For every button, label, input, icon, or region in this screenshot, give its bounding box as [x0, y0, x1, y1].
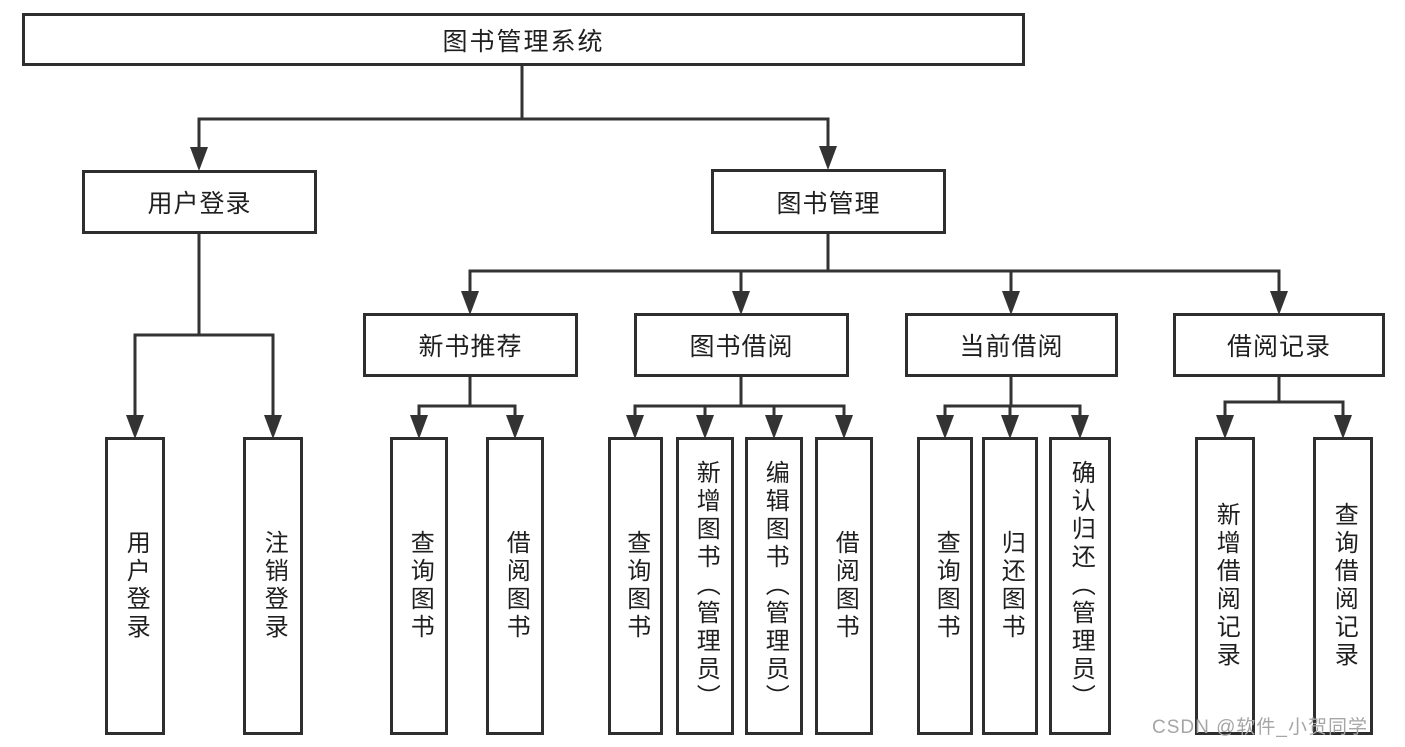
- node-new-book-recommend: 新书推荐: [363, 313, 578, 377]
- node-current-borrow-label: 当前借阅: [959, 333, 1064, 361]
- leaf-borrow-books-recommend: 借阅图书: [486, 437, 544, 735]
- connector-book-management-to-level3: [461, 232, 1288, 315]
- node-user-login-label: 用户登录: [147, 190, 252, 218]
- node-book-management: 图书管理: [711, 169, 946, 234]
- leaf-user-login: 用户登录: [105, 437, 165, 735]
- watermark: CSDN @软件_小贺同学: [1152, 717, 1368, 738]
- leaf-edit-books-admin: 编辑图书（管理员）: [745, 437, 803, 735]
- node-new-book-recommend-label: 新书推荐: [418, 333, 523, 361]
- leaf-confirm-return-admin: 确认归还（管理员）: [1049, 437, 1111, 735]
- leaf-return-books: 归还图书: [982, 437, 1038, 735]
- leaf-borrow-books-recommend-label: 借阅图书: [502, 530, 530, 642]
- node-book-borrow-label: 图书借阅: [689, 333, 794, 361]
- connector-current-borrow-to-leaves: [936, 375, 1089, 439]
- leaf-return-books-label: 归还图书: [997, 530, 1025, 642]
- leaf-query-books-recommend-label: 查询图书: [406, 530, 434, 642]
- node-root-label: 图书管理系统: [442, 27, 605, 56]
- connector-new-book-recommend-to-leaves: [410, 375, 524, 439]
- connector-root-to-level2: [190, 64, 837, 171]
- leaf-logout: 注销登录: [243, 437, 303, 735]
- connector-book-borrow-to-leaves: [626, 375, 853, 439]
- leaf-add-books-admin-label: 新增图书（管理员）: [692, 460, 720, 712]
- leaf-confirm-return-admin-label: 确认归还（管理员）: [1067, 460, 1095, 712]
- leaf-query-books-current: 查询图书: [917, 437, 973, 735]
- leaf-query-borrow-record: 查询借阅记录: [1313, 437, 1373, 735]
- leaf-user-login-label: 用户登录: [122, 530, 150, 642]
- leaf-query-borrow-record-label: 查询借阅记录: [1330, 502, 1358, 670]
- leaf-borrow-books-borrow: 借阅图书: [815, 437, 873, 735]
- node-borrow-records: 借阅记录: [1173, 313, 1385, 377]
- connector-borrow-records-to-leaves: [1216, 375, 1352, 439]
- node-user-login: 用户登录: [82, 170, 317, 234]
- leaf-add-books-admin: 新增图书（管理员）: [676, 437, 734, 735]
- leaf-add-borrow-record: 新增借阅记录: [1195, 437, 1255, 735]
- leaf-query-books-recommend: 查询图书: [390, 437, 448, 735]
- connector-user-login-to-leaves: [126, 232, 282, 439]
- leaf-add-borrow-record-label: 新增借阅记录: [1212, 502, 1240, 670]
- node-book-management-label: 图书管理: [776, 189, 881, 218]
- leaf-query-books-borrow: 查询图书: [608, 437, 663, 735]
- leaf-borrow-books-borrow-label: 借阅图书: [831, 530, 859, 642]
- node-current-borrow: 当前借阅: [905, 313, 1118, 377]
- leaf-logout-label: 注销登录: [260, 530, 288, 642]
- leaf-query-books-current-label: 查询图书: [932, 530, 960, 642]
- leaf-edit-books-admin-label: 编辑图书（管理员）: [761, 460, 789, 712]
- node-root: 图书管理系统: [22, 13, 1025, 66]
- node-book-borrow: 图书借阅: [634, 313, 849, 377]
- leaf-query-books-borrow-label: 查询图书: [622, 530, 650, 642]
- node-borrow-records-label: 借阅记录: [1226, 333, 1331, 361]
